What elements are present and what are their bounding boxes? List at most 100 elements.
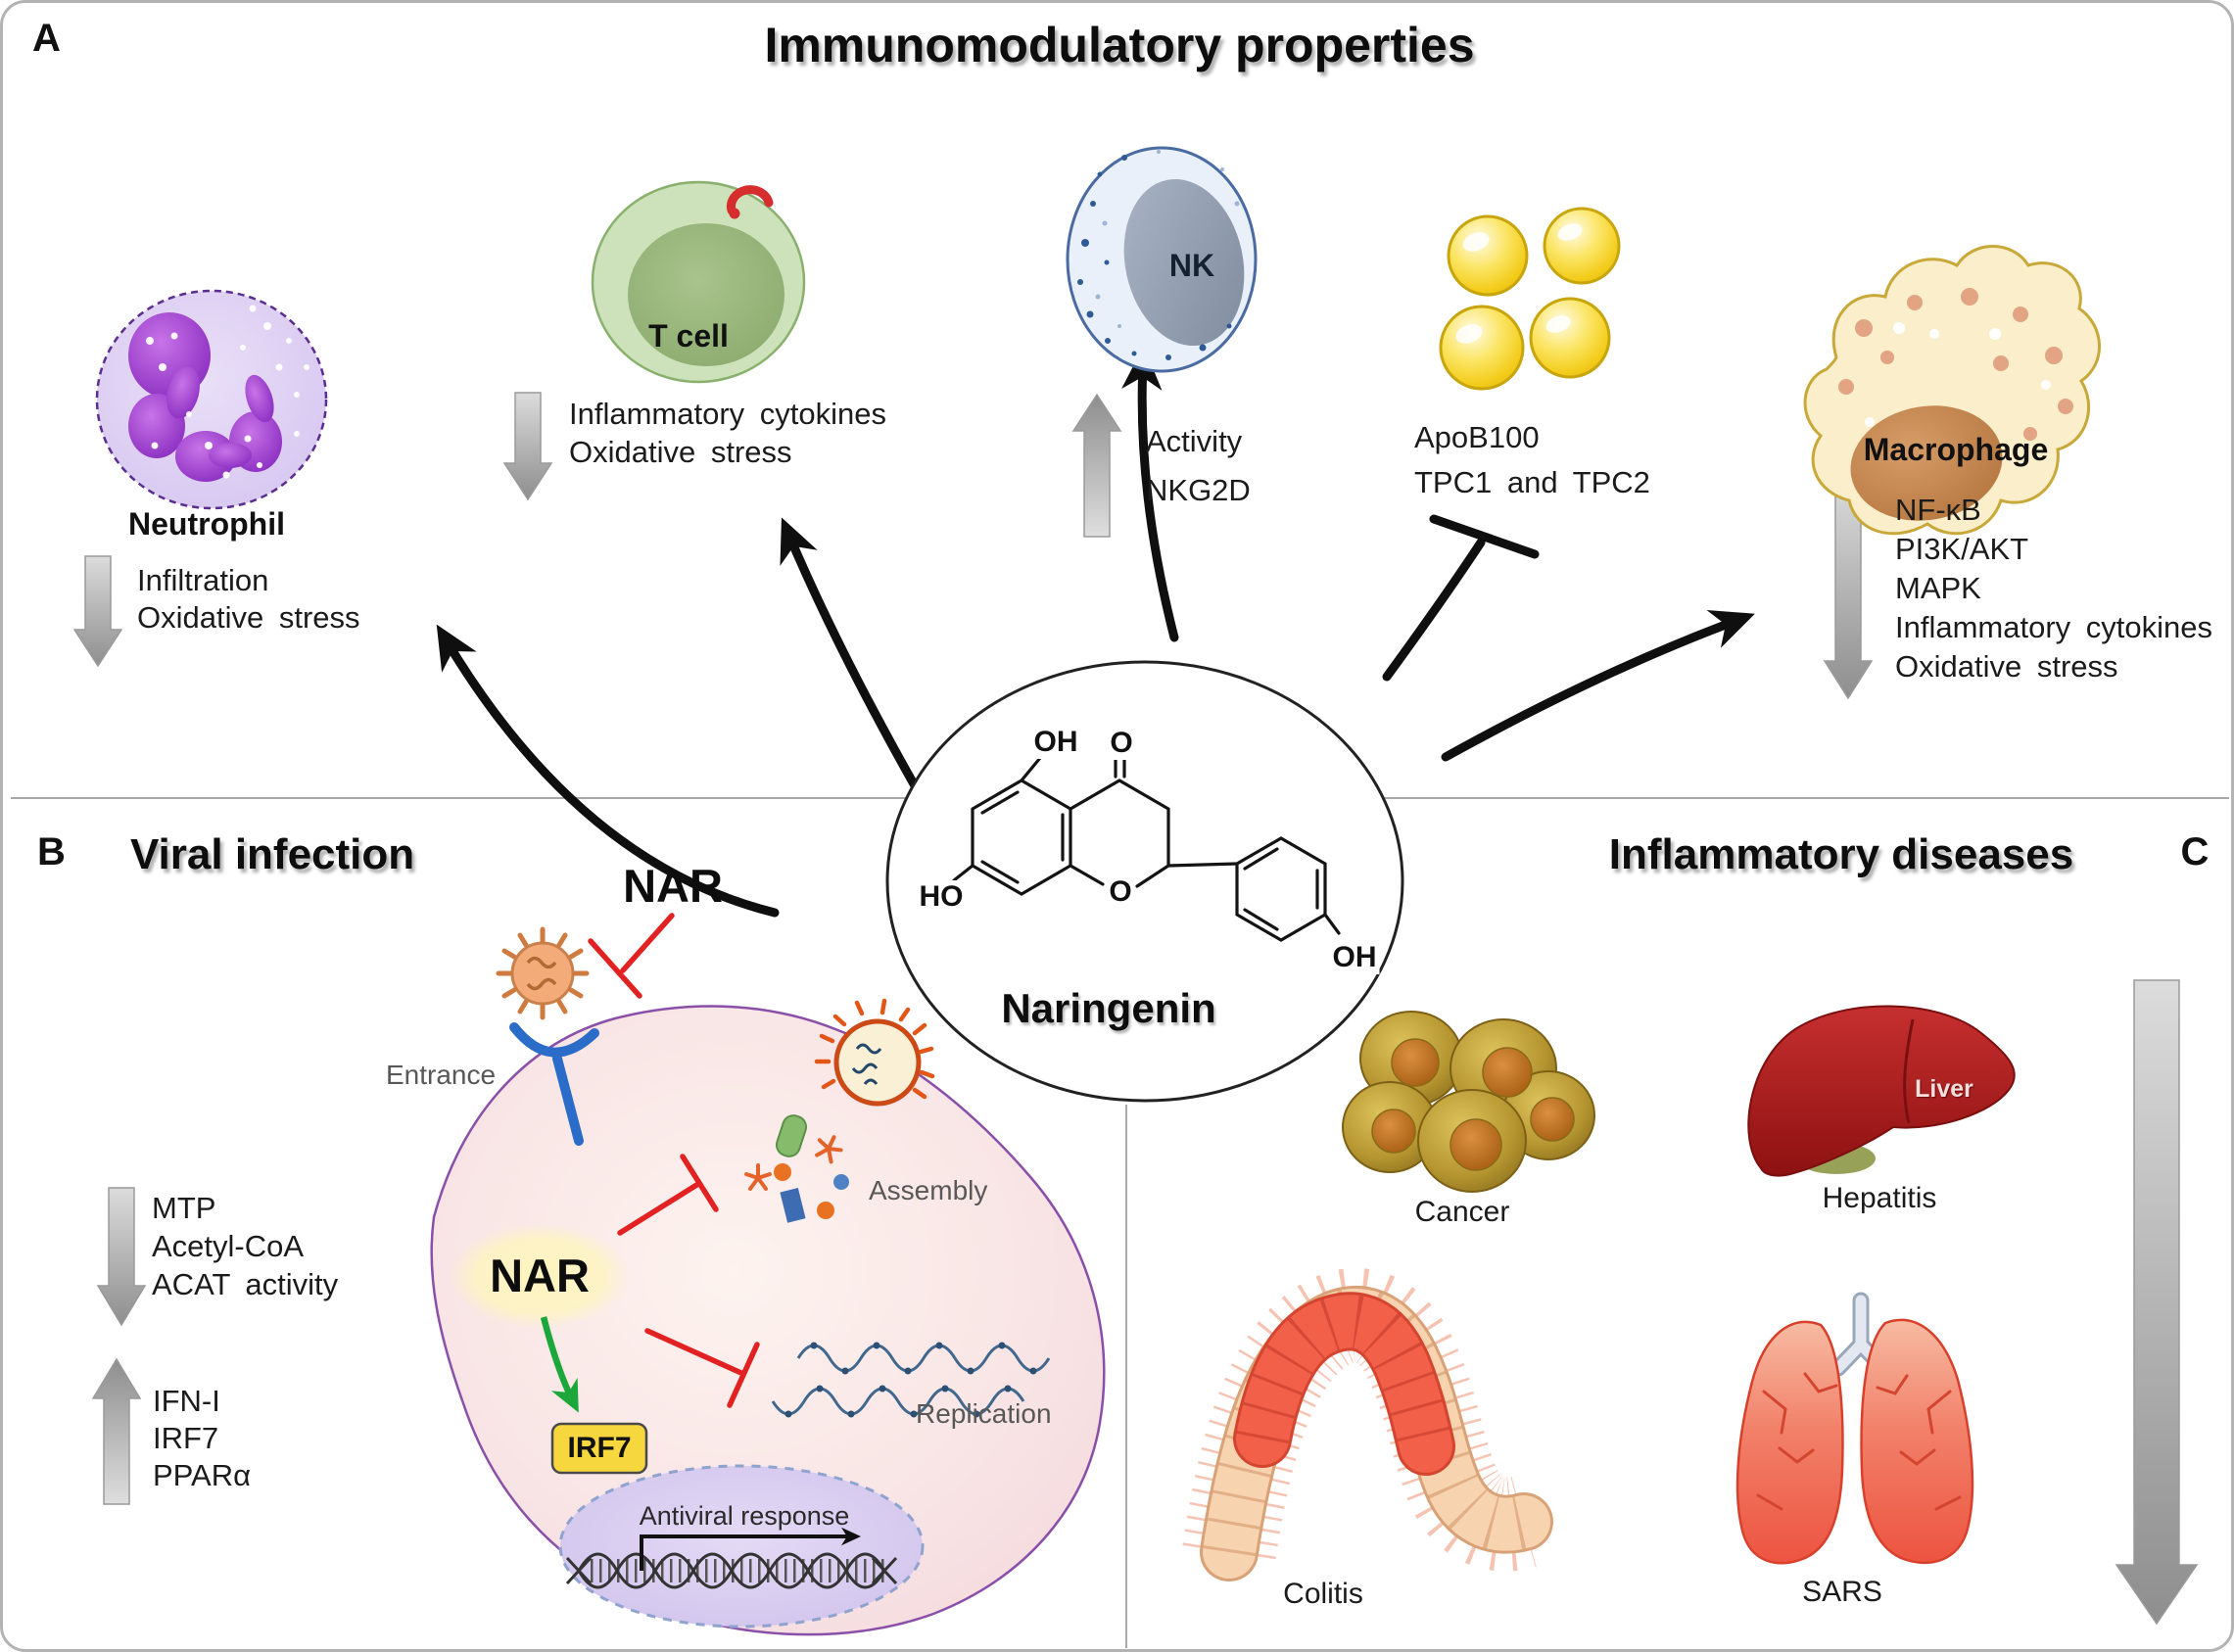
- liver-organ-label: Liver: [1915, 1075, 1973, 1103]
- arrow-to-neutrophil: [436, 624, 780, 918]
- atom-ho-left: HO: [916, 880, 967, 914]
- nk-effect-1: Activity: [1146, 424, 1243, 458]
- naringenin-effect-arrows: [436, 346, 1755, 918]
- assembly-label: Assembly: [869, 1175, 988, 1205]
- panel-c-label: C: [2180, 830, 2210, 873]
- up-arrow-nk: [1071, 393, 1122, 538]
- panel-b-title: Viral infection: [130, 830, 415, 878]
- nk-cell: [1066, 146, 1258, 373]
- virus-entry: [496, 913, 675, 1146]
- neutrophil-cell: [95, 289, 328, 510]
- up-arrow-viral: [91, 1357, 142, 1505]
- macrophage-spots: [1838, 288, 2073, 441]
- macrophage-effect-1: NF-κB: [1895, 493, 1981, 527]
- nk-effect-2: NKG2D: [1146, 473, 1251, 507]
- nar-glow: [450, 1223, 630, 1329]
- lung-veins: [1756, 1372, 1962, 1511]
- hepatitis-label: Hepatitis: [1822, 1182, 1937, 1214]
- lipoprotein-droplets: [1439, 207, 1621, 391]
- panel-c-title: Inflammatory diseases: [1608, 830, 2074, 878]
- panel-a-title: Immunomodulatory properties: [764, 18, 1475, 72]
- nk-speckles: [1077, 155, 1232, 360]
- inhibit-stem-lipoprotein: [1382, 538, 1486, 682]
- entrance-label: Entrance: [386, 1060, 497, 1090]
- inhibit-bar-lipoprotein: [1429, 514, 1540, 559]
- antiviral-response-label: Antiviral response: [639, 1501, 850, 1531]
- replication-label: Replication: [916, 1398, 1052, 1429]
- viral-up-1: IFN-I: [153, 1384, 220, 1418]
- replication-rna: [771, 1342, 1051, 1418]
- nar-activation-arrow: [540, 1316, 579, 1413]
- nar-entry-inhibition: [588, 913, 675, 999]
- cancer-label: Cancer: [1414, 1196, 1510, 1228]
- macrophage-vacuoles: [1865, 322, 2051, 427]
- tcell-effect-2: Oxidative stress: [569, 435, 792, 469]
- macrophage-effect-3: MAPK: [1895, 571, 1981, 605]
- macrophage-effect-4: Inflammatory cytokines: [1895, 610, 2212, 644]
- neutrophil-effect-2: Oxidative stress: [137, 600, 360, 635]
- viral-up-3: PPARα: [153, 1458, 252, 1492]
- transcription-arrow: [640, 1527, 861, 1571]
- arrow-to-macrophage: [1441, 609, 1755, 762]
- atom-oh-top: OH: [1030, 726, 1081, 759]
- atom-o-ring: O: [1106, 875, 1135, 909]
- nk-label: NK: [1168, 248, 1215, 283]
- tcr-receptor-icon: [727, 185, 774, 215]
- nar-inhibition-bars: [617, 1154, 760, 1408]
- neutrophil-nucleus: [128, 312, 282, 482]
- dna-helix: [565, 1552, 898, 1589]
- tcell-effect-1: Inflammatory cytokines: [569, 397, 886, 431]
- viral-down-1: MTP: [152, 1191, 216, 1225]
- nar-label-outside: NAR: [623, 860, 723, 912]
- cell-receptor-icon: [509, 1022, 599, 1058]
- atom-oh-right: OH: [1329, 941, 1380, 974]
- virus-icon: [496, 926, 590, 1020]
- colitis-icon: [1182, 1268, 1553, 1581]
- arrow-to-nk: [1121, 346, 1179, 642]
- gray-arrows-panel-a: [72, 392, 1874, 700]
- macrophage-effect-2: PI3K/AKT: [1895, 532, 2029, 566]
- assembly-components: [744, 1114, 849, 1223]
- capsid-fragment-icon: [815, 1135, 843, 1164]
- budding-virus-spikes: [814, 998, 935, 1100]
- tcell-label: T cell: [648, 318, 729, 354]
- macrophage-label: Macrophage: [1863, 432, 2049, 467]
- nk-speckles-light: [1095, 150, 1240, 328]
- viral-down-2: Acetyl-CoA: [152, 1229, 305, 1263]
- lipoprotein-line-1: ApoB100: [1414, 420, 1540, 454]
- down-arrow-viral: [96, 1187, 147, 1327]
- budding-virus-icon: [814, 998, 935, 1107]
- budding-virus-rna: [851, 1043, 882, 1085]
- panel-a-label: A: [32, 17, 61, 60]
- t-cell: [591, 180, 806, 384]
- long-down-arrow-diseases: [2115, 979, 2199, 1626]
- colitis-label: Colitis: [1283, 1578, 1363, 1610]
- cell-nucleus: [558, 1464, 925, 1628]
- down-arrow-neutrophil: [72, 555, 123, 668]
- panel-b-label: B: [37, 830, 66, 873]
- irf7-box-label: IRF7: [567, 1432, 632, 1464]
- figure-canvas: [11, 146, 2229, 1648]
- nar-label-cell: NAR: [490, 1250, 590, 1301]
- macrophage-cell: [1803, 245, 2101, 536]
- neutrophil-granules: [146, 296, 309, 479]
- neutrophil-effect-1: Infiltration: [137, 563, 269, 597]
- arrow-to-tcell: [780, 517, 922, 794]
- liver-icon: [1747, 1005, 2016, 1177]
- naringenin-label: Naringenin: [1001, 985, 1216, 1031]
- neutrophil-label: Neutrophil: [128, 506, 285, 542]
- macrophage-effect-5: Oxidative stress: [1895, 649, 2118, 684]
- viral-up-2: IRF7: [153, 1421, 219, 1455]
- host-cell: [430, 998, 1106, 1636]
- cancer-cells: [1342, 1011, 1595, 1193]
- lungs-icon: [1735, 1292, 1974, 1565]
- lipoprotein-line-2: TPC1 and TPC2: [1414, 465, 1650, 499]
- sars-label: SARS: [1802, 1576, 1882, 1608]
- viral-down-3: ACAT activity: [152, 1267, 339, 1301]
- naringenin-circle: [885, 660, 1404, 1103]
- irf7-box: [550, 1422, 648, 1475]
- gray-arrows-panel-b: [91, 1187, 147, 1505]
- naringenin-structure: [952, 751, 1341, 942]
- capsid-fragment-icon: [744, 1163, 772, 1191]
